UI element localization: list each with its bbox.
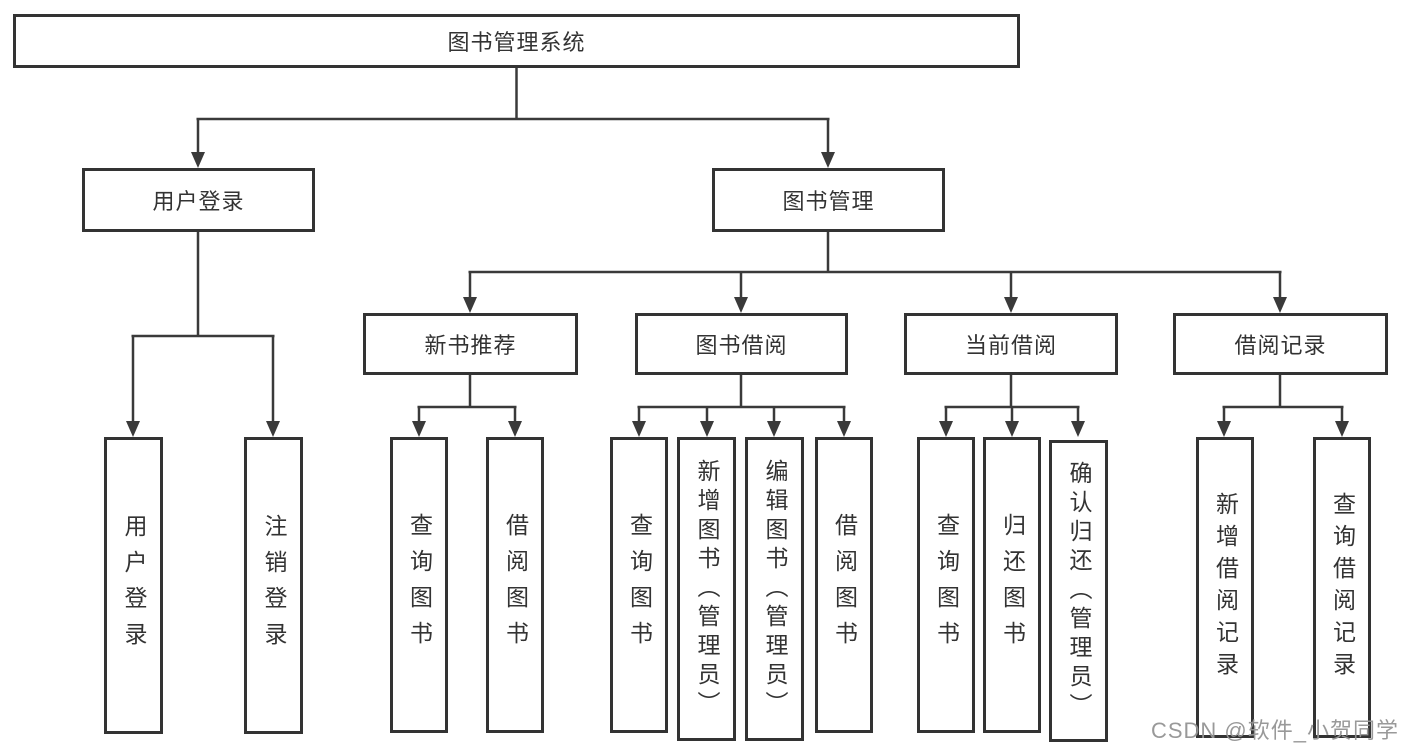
leaf-borrow-book-1: 借阅图书 <box>486 437 544 733</box>
node-current-borrow: 当前借阅 <box>904 313 1118 375</box>
node-book-management: 图书管理 <box>712 168 945 232</box>
leaf-return-book-label: 归还图书 <box>999 513 1026 657</box>
leaf-confirm-return-admin: 确认归还（管理员） <box>1049 440 1108 742</box>
leaf-query-borrow-record: 查询借阅记录 <box>1313 437 1371 738</box>
connector-current-borrow-to-leaves <box>939 375 1085 437</box>
leaf-query-book-1-label: 查询图书 <box>406 513 433 657</box>
leaf-add-borrow-record: 新增借阅记录 <box>1196 437 1254 738</box>
leaf-query-book-2: 查询图书 <box>610 437 668 733</box>
leaf-confirm-return-admin-label: 确认归还（管理员） <box>1066 460 1092 722</box>
node-library-system-label: 图书管理系统 <box>447 30 586 55</box>
leaf-edit-book-admin-label: 编辑图书（管理员） <box>762 458 788 720</box>
leaf-user-login-label: 用户登录 <box>121 513 147 658</box>
node-book-borrow-label: 图书借阅 <box>695 333 788 358</box>
node-new-book-recommend-label: 新书推荐 <box>424 333 517 358</box>
connector-new-book-rec-to-leaves <box>412 375 522 437</box>
connector-user-login-to-leaves <box>126 232 280 437</box>
node-borrow-records: 借阅记录 <box>1173 313 1388 375</box>
leaf-query-book-2-label: 查询图书 <box>626 513 653 657</box>
node-new-book-recommend: 新书推荐 <box>363 313 578 375</box>
connector-book-mgmt-to-level3 <box>463 232 1287 313</box>
csdn-watermark: CSDN @软件_小贺同学 <box>1150 718 1399 743</box>
connector-borrow-records-to-leaves <box>1217 375 1349 437</box>
node-borrow-records-label: 借阅记录 <box>1234 333 1327 358</box>
leaf-borrow-book-1-label: 借阅图书 <box>502 513 529 657</box>
leaf-query-borrow-record-label: 查询借阅记录 <box>1329 491 1356 684</box>
leaf-query-book-3-label: 查询图书 <box>933 513 960 657</box>
leaf-query-book-3: 查询图书 <box>917 437 975 733</box>
node-library-system: 图书管理系统 <box>13 14 1020 68</box>
node-user-login-label: 用户登录 <box>152 189 245 214</box>
node-book-management-label: 图书管理 <box>782 189 875 214</box>
leaf-edit-book-admin: 编辑图书（管理员） <box>745 437 804 741</box>
leaf-return-book: 归还图书 <box>983 437 1041 733</box>
leaf-query-book-1: 查询图书 <box>390 437 448 733</box>
leaf-user-login: 用户登录 <box>104 437 163 734</box>
node-book-borrow: 图书借阅 <box>635 313 848 375</box>
node-user-login: 用户登录 <box>82 168 315 232</box>
leaf-add-book-admin: 新增图书（管理员） <box>677 437 736 741</box>
leaf-add-borrow-record-label: 新增借阅记录 <box>1212 491 1239 684</box>
node-current-borrow-label: 当前借阅 <box>964 333 1057 358</box>
connector-book-borrow-to-leaves <box>632 375 851 437</box>
leaf-logout: 注销登录 <box>244 437 303 734</box>
connector-root-to-level2 <box>191 68 835 168</box>
leaf-add-book-admin-label: 新增图书（管理员） <box>694 458 720 720</box>
leaf-borrow-book-2: 借阅图书 <box>815 437 873 733</box>
leaf-logout-label: 注销登录 <box>261 513 287 658</box>
leaf-borrow-book-2-label: 借阅图书 <box>831 513 858 657</box>
